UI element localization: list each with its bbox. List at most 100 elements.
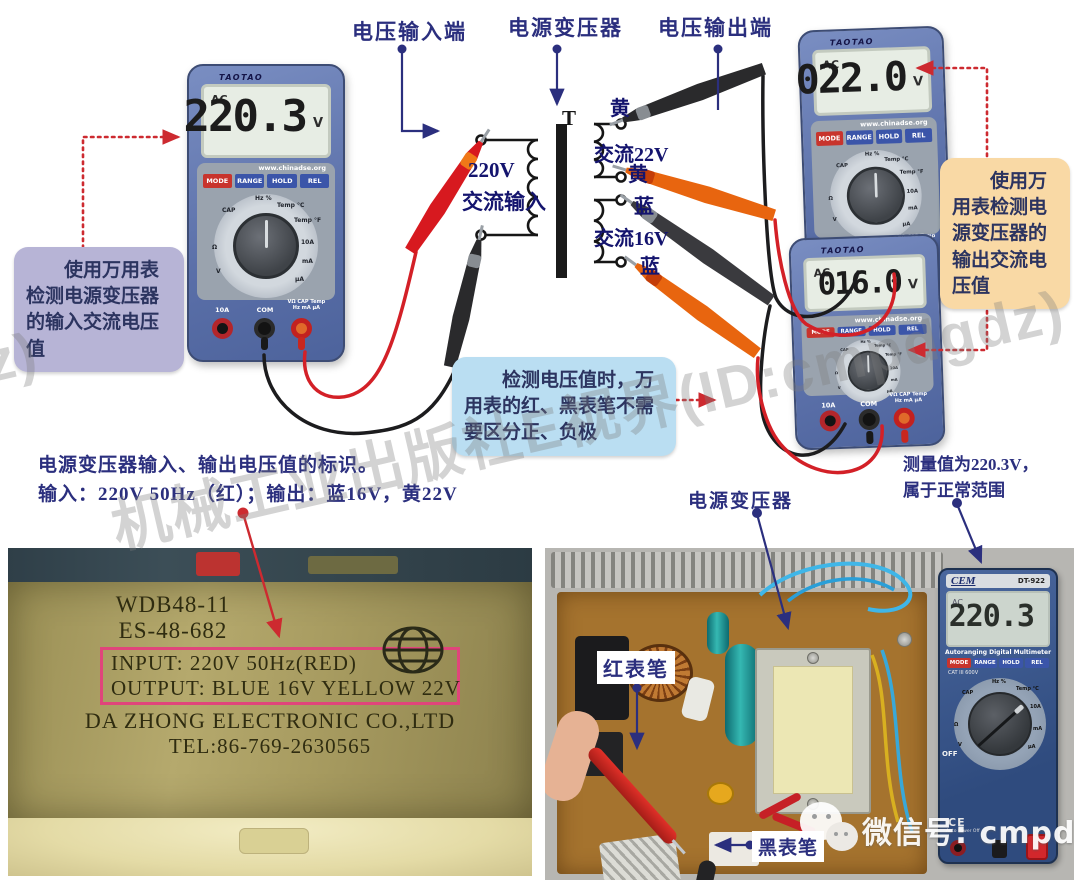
cem-model: DT-922: [1017, 577, 1045, 585]
capacitor-teal: [707, 612, 729, 654]
schematic-blue-wire-bottom: 蓝: [640, 256, 660, 278]
measured-line1: 测量值为220.3V，: [903, 455, 1039, 474]
schematic-yellow-wire-top: 黄: [610, 98, 630, 120]
range-button: RANGE: [235, 174, 265, 188]
dial-label: 10A: [301, 239, 314, 246]
dial-label: Temp °F: [884, 352, 902, 357]
hold-button: HOLD: [267, 174, 297, 188]
note-measured-value: 测量值为220.3V， 属于正常范围: [903, 452, 1039, 505]
dial-label: Temp °C: [1016, 686, 1039, 692]
nameplate-code: ES-48-682: [118, 618, 228, 643]
rel-button: REL: [1025, 658, 1049, 668]
multimeter-output-16v: TAOTAO AC 016.0 V www.chinadse.org MODE …: [788, 233, 946, 451]
nameplate-output: OUTPUT: BLUE 16V YELLOW 22V: [111, 676, 461, 700]
auto-power-off: Auto Power Off: [946, 829, 980, 834]
wechat-watermark: 微信号: cmpdgdz: [800, 798, 1074, 862]
label-voltage-output-terminal: 电压输出端: [658, 16, 773, 40]
dial-label: Hz %: [992, 679, 1006, 685]
dial-label: CAP: [222, 207, 236, 214]
photo-top-band: [8, 548, 532, 582]
dial-label: µA: [1028, 744, 1036, 750]
dial-label: mA: [890, 377, 898, 383]
cem-cat-rating: CAT III 600V: [948, 670, 979, 676]
nameplate-io-box: INPUT: 220V 50Hz(RED) OUTPUT: BLUE 16V Y…: [100, 647, 460, 705]
dial-label: V: [958, 742, 962, 748]
dial-label: mA: [1033, 726, 1043, 732]
callout-output-voltage: 使用万用表检测电源变压器的输出交流电压值: [940, 158, 1070, 310]
casing-vents: [551, 552, 943, 588]
cem-lcd-value: 220.3: [948, 599, 1035, 634]
dial-label: Ω: [828, 195, 834, 202]
measured-line2: 属于正常范围: [903, 481, 1005, 501]
schematic-primary-voltage: 220V: [468, 158, 515, 182]
dial-label: CAP: [962, 690, 974, 696]
dial-knob: [846, 165, 907, 226]
jack-label-10a: 10A: [215, 306, 230, 314]
jack-label-com: COM: [256, 306, 274, 314]
mode-button: MODE: [947, 658, 971, 668]
dial-label: µA: [295, 276, 305, 283]
dial-label: mA: [302, 258, 313, 265]
cem-off-label: OFF: [942, 750, 958, 758]
marking-title: 电源变压器输入、输出电压值的标识。: [38, 455, 379, 476]
schematic-transformer-symbol: T: [562, 106, 577, 130]
mode-button: MODE: [815, 131, 844, 147]
jack-label-10a: 10A: [821, 401, 836, 410]
cem-rotary-dial: V Ω CAP Hz % Temp °C 10A mA µA: [954, 678, 1046, 770]
meter-lcd: AC 220.3 V: [184, 84, 331, 158]
note-transformer-marking: 电源变压器输入、输出电压值的标识。 输入：220V 50Hz（红）；输出：蓝16…: [38, 452, 458, 509]
transformer-nameplate: WDB48-11 ES-48-682 INPUT: 220V 50Hz(RED)…: [8, 582, 532, 818]
hold-button: HOLD: [999, 658, 1023, 668]
label-voltage-input-terminal: 电压输入端: [352, 20, 467, 44]
cem-lcd-mode: AC: [952, 598, 963, 607]
schematic-yellow-wire-bottom: 黄: [628, 164, 648, 186]
mode-button: MODE: [202, 174, 232, 188]
dial-knob: [968, 692, 1032, 756]
meter-jacks: 10A COM VΩ CAP Temp Hz mA µA: [199, 299, 333, 354]
multimeter-cem: CEM DT-922 AC 220.3 Autoranging Digital …: [938, 568, 1058, 864]
dial-label: 10A: [1030, 704, 1041, 710]
dial-label: mA: [908, 204, 918, 212]
callout-input-voltage: 使用万用表检测电源变压器的输入交流电压值: [14, 247, 184, 372]
meter-buttons: MODE RANGE HOLD REL: [806, 323, 927, 339]
board-transformer: [755, 648, 871, 814]
lcd-unit: V: [312, 115, 323, 131]
black-probe-photo: [685, 859, 718, 880]
meter-buttons: MODE RANGE HOLD REL: [815, 127, 933, 147]
schematic-ac22v: 交流22V: [594, 144, 669, 166]
rotary-dial: V Ω CAP Hz % Temp °C Temp °F 10A mA µA: [828, 148, 924, 244]
cem-jack: [950, 840, 966, 856]
mode-button: MODE: [806, 327, 835, 339]
lcd-mode: AC: [211, 93, 228, 106]
lcd-value: 016.0: [817, 263, 902, 303]
rel-button: REL: [905, 127, 933, 143]
jack-10a: [212, 318, 234, 339]
cem-buttons: MODE RANGE HOLD REL: [947, 658, 1049, 668]
dial-label: Temp °F: [899, 168, 924, 176]
meter-jacks: 10A COM VΩ CAP Temp Hz mA µA: [806, 391, 933, 445]
label-red-probe: 红表笔: [597, 651, 675, 684]
lcd-unit: V: [907, 277, 919, 293]
hold-button: HOLD: [867, 324, 896, 336]
hold-button: HOLD: [875, 129, 903, 144]
meter-face: www.chinadse.org MODE RANGE HOLD REL V Ω…: [197, 163, 335, 300]
dial-label: Temp °C: [277, 202, 305, 209]
rotary-dial: V Ω CAP Hz % Temp °C Temp °F 10A mA µA: [212, 194, 322, 298]
meter-buttons: MODE RANGE HOLD REL: [202, 174, 330, 188]
transformer-bobbin: [8, 818, 532, 876]
dial-label: V: [837, 385, 841, 391]
dial-label: Temp °F: [294, 217, 322, 224]
dial-label: CAP: [839, 347, 849, 353]
schematic-ac16v: 交流16V: [594, 228, 669, 250]
lcd-value: 022.0: [794, 53, 907, 104]
ce-mark: CE: [948, 816, 966, 829]
jack-v: [291, 318, 313, 339]
callout-probe-polarity: 检测电压值时，万用表的红、黑表笔不需要区分正、负极: [452, 357, 676, 456]
nameplate-company: DA ZHONG ELECTRONIC CO.,LTD: [84, 708, 456, 733]
dial-label: Ω: [834, 371, 838, 376]
jack-10a: [818, 409, 841, 432]
jack-com: [858, 408, 880, 431]
lcd-value: 220.3: [183, 91, 308, 142]
nameplate-model: WDB48-11: [115, 592, 231, 617]
rel-button: REL: [898, 323, 927, 335]
